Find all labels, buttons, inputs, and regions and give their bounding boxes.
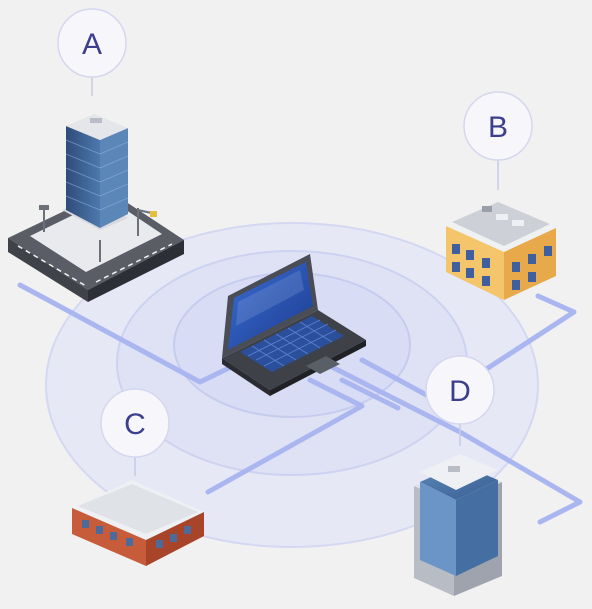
building-c	[72, 480, 204, 566]
label-text-b: B	[488, 111, 508, 144]
node-label-a: A	[57, 8, 127, 96]
connector-b	[359, 293, 577, 401]
connector-d-branch	[339, 377, 401, 411]
building-a	[8, 114, 184, 302]
label-text-a: A	[82, 28, 102, 61]
node-label-b: B	[463, 91, 533, 190]
connector-c	[205, 377, 365, 495]
label-circle-d	[425, 355, 495, 425]
node-label-c: C	[100, 388, 170, 476]
building-b	[446, 202, 556, 300]
connector-d	[327, 363, 583, 525]
label-circle-c	[100, 388, 170, 458]
label-circle-b	[463, 91, 533, 161]
label-text-c: C	[124, 408, 146, 441]
node-label-d: D	[425, 355, 495, 446]
laptop-screen	[228, 262, 313, 350]
label-circle-a	[57, 8, 127, 78]
laptop-device	[222, 254, 366, 396]
laptop-touchpad	[306, 356, 340, 374]
label-text-d: D	[449, 375, 471, 408]
building-d	[414, 454, 502, 596]
